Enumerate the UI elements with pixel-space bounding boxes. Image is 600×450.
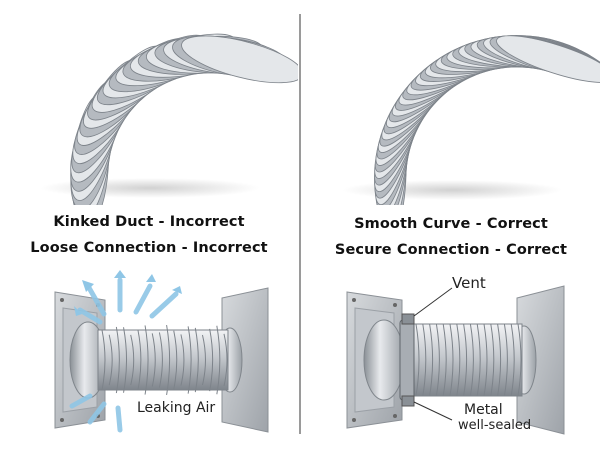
leaking-air-label: Leaking Air: [137, 400, 216, 416]
secure-connection-illustration: [346, 285, 565, 435]
kinked-duct-illustration: [40, 33, 298, 205]
loose-connection-illustration: [54, 270, 269, 433]
metal-label: Metal: [464, 402, 503, 418]
smooth-curve-caption: Smooth Curve - Correct: [354, 216, 548, 232]
vent-label: Vent: [452, 274, 486, 292]
correct-panel: Smooth Curve - Correct Secure Connection…: [302, 0, 600, 450]
secure-connection-caption: Secure Connection - Correct: [334, 242, 568, 258]
smooth-curve-duct-illustration: [342, 35, 600, 205]
incorrect-panel: Kinked Duct - Incorrect Loose Connection…: [0, 0, 298, 450]
kinked-duct-caption: Kinked Duct - Incorrect: [53, 214, 245, 230]
well-sealed-label: well-sealed: [458, 418, 532, 433]
center-divider: [299, 14, 301, 434]
loose-connection-caption: Loose Connection - Incorrect: [30, 240, 268, 256]
leaking-air-arrows: [69, 277, 179, 433]
